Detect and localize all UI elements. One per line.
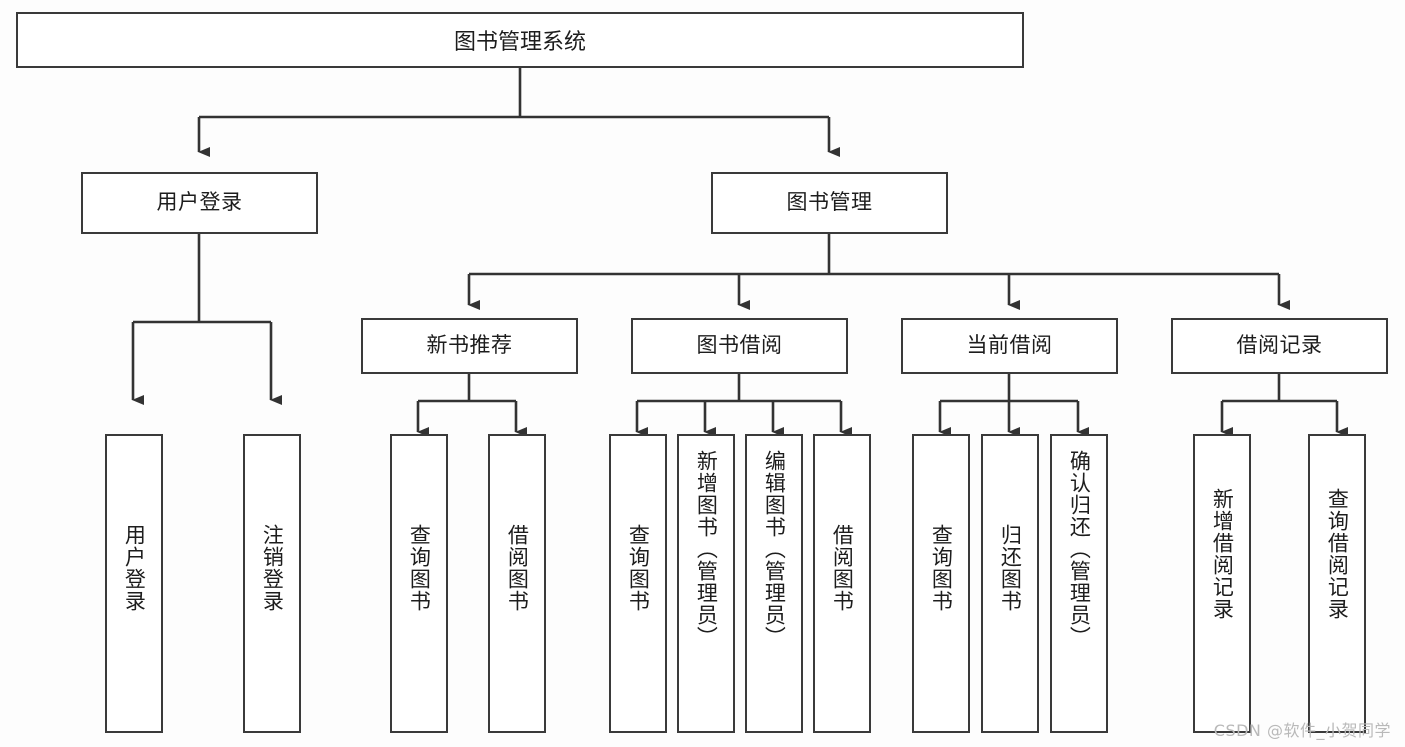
node-leaf-query-book-borrow-label: 查询图书 bbox=[626, 524, 651, 612]
node-borrow-records[interactable]: 借阅记录 bbox=[1171, 318, 1388, 374]
node-book-management[interactable]: 图书管理 bbox=[711, 172, 948, 234]
node-leaf-return-book[interactable]: 归还图书 bbox=[981, 434, 1039, 733]
node-leaf-user-login[interactable]: 用户登录 bbox=[105, 434, 163, 733]
node-leaf-borrow-book-newbook-label: 借阅图书 bbox=[505, 524, 530, 612]
node-leaf-logout[interactable]: 注销登录 bbox=[243, 434, 301, 733]
node-leaf-add-borrow-record[interactable]: 新增借阅记录 bbox=[1193, 434, 1251, 733]
node-root[interactable]: 图书管理系统 bbox=[16, 12, 1024, 68]
node-leaf-logout-label: 注销登录 bbox=[260, 524, 285, 612]
node-book-borrow[interactable]: 图书借阅 bbox=[631, 318, 848, 374]
node-borrow-records-label: 借阅记录 bbox=[1236, 333, 1323, 358]
node-root-label: 图书管理系统 bbox=[453, 30, 586, 55]
node-leaf-confirm-return-admin[interactable]: 确认归还（管理员） bbox=[1050, 434, 1108, 733]
node-book-borrow-label: 图书借阅 bbox=[696, 333, 783, 358]
node-user-login-label: 用户登录 bbox=[156, 190, 243, 215]
node-leaf-query-book-newbook-label: 查询图书 bbox=[407, 524, 432, 612]
node-user-login[interactable]: 用户登录 bbox=[81, 172, 318, 234]
node-leaf-borrow-book-borrow[interactable]: 借阅图书 bbox=[813, 434, 871, 733]
node-new-book-recommend-label: 新书推荐 bbox=[426, 333, 513, 358]
node-leaf-query-borrow-record-label: 查询借阅记录 bbox=[1325, 488, 1350, 620]
node-leaf-add-book-admin[interactable]: 新增图书（管理员） bbox=[677, 434, 735, 733]
node-leaf-query-book-borrow[interactable]: 查询图书 bbox=[609, 434, 667, 733]
node-book-management-label: 图书管理 bbox=[786, 190, 873, 215]
node-current-borrow[interactable]: 当前借阅 bbox=[901, 318, 1118, 374]
node-leaf-query-book-newbook[interactable]: 查询图书 bbox=[390, 434, 448, 733]
node-leaf-add-borrow-record-label: 新增借阅记录 bbox=[1210, 488, 1235, 620]
node-leaf-edit-book-admin[interactable]: 编辑图书（管理员） bbox=[745, 434, 803, 733]
node-leaf-borrow-book-borrow-label: 借阅图书 bbox=[830, 524, 855, 612]
node-current-borrow-label: 当前借阅 bbox=[966, 333, 1053, 358]
node-leaf-query-borrow-record[interactable]: 查询借阅记录 bbox=[1308, 434, 1366, 733]
node-leaf-query-book-current[interactable]: 查询图书 bbox=[912, 434, 970, 733]
node-leaf-query-book-current-label: 查询图书 bbox=[929, 524, 954, 612]
node-leaf-borrow-book-newbook[interactable]: 借阅图书 bbox=[488, 434, 546, 733]
node-new-book-recommend[interactable]: 新书推荐 bbox=[361, 318, 578, 374]
node-leaf-user-login-label: 用户登录 bbox=[122, 524, 147, 612]
node-leaf-add-book-admin-label: 新增图书（管理员） bbox=[694, 450, 719, 648]
csdn-watermark: CSDN @软件_小贺同学 bbox=[1213, 721, 1391, 740]
node-leaf-return-book-label: 归还图书 bbox=[998, 524, 1023, 612]
node-leaf-confirm-return-admin-label: 确认归还（管理员） bbox=[1067, 450, 1092, 648]
node-leaf-edit-book-admin-label: 编辑图书（管理员） bbox=[762, 450, 787, 648]
